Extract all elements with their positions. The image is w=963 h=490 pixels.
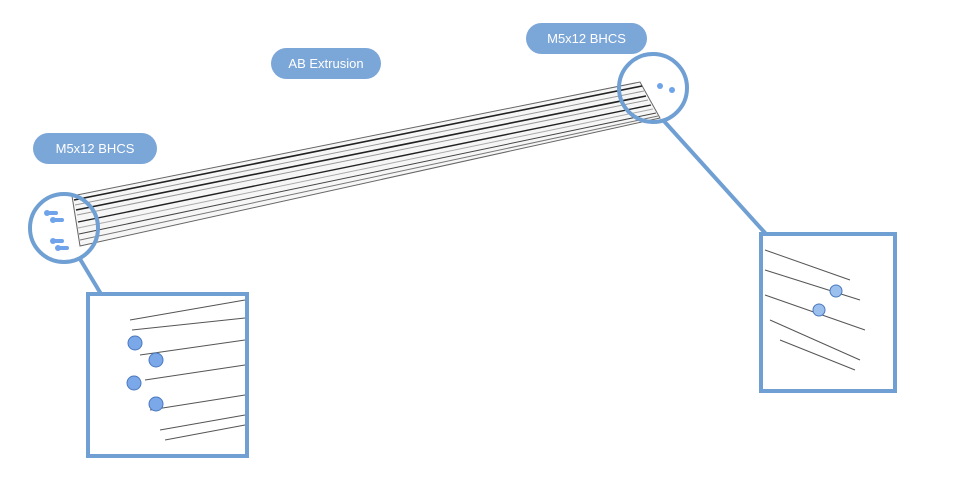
detail-right (764, 249, 866, 371)
bolt-label-right: M5x12 BHCS (526, 23, 647, 54)
extrusion-label: AB Extrusion (271, 48, 381, 79)
bolts-right (657, 83, 675, 93)
callout-left (28, 192, 249, 458)
bolt-label-left: M5x12 BHCS (33, 133, 157, 164)
detail-left (126, 299, 246, 441)
bolts-left (44, 210, 69, 251)
extrusion (71, 81, 661, 247)
callout-right (617, 52, 897, 393)
